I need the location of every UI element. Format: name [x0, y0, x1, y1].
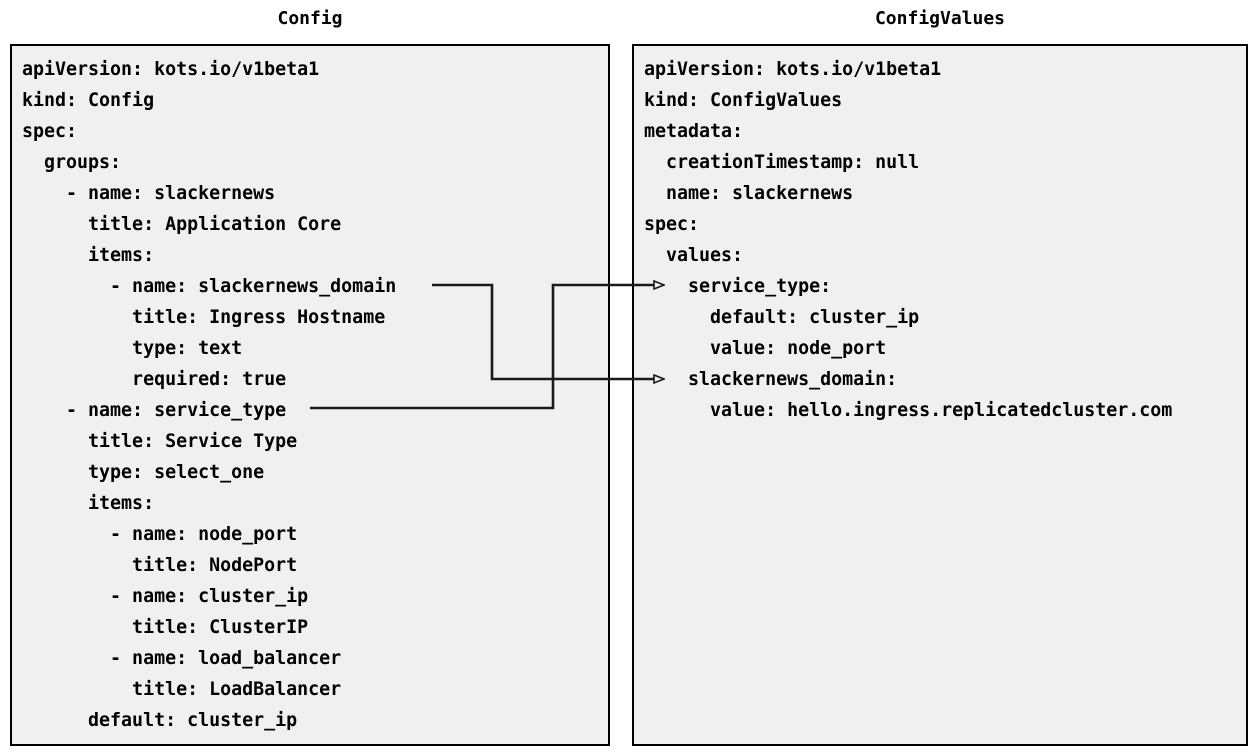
code-line: items: [22, 245, 155, 266]
code-line: default: cluster_ip [644, 307, 920, 328]
panel-title-config: Config [277, 8, 343, 29]
code-line: groups: [22, 152, 122, 173]
yaml-code-configvalues: apiVersion: kots.io/v1beta1 kind: ConfigV… [644, 54, 1172, 426]
code-line: apiVersion: kots.io/v1beta1 [644, 59, 942, 80]
code-line: value: hello.ingress.replicatedcluster.c… [644, 400, 1173, 421]
code-line: service_type: [644, 276, 832, 297]
code-line: - name: load_balancer [22, 648, 342, 669]
code-line: title: Application Core [22, 214, 342, 235]
code-line: type: select_one [22, 462, 265, 483]
code-line: title: ClusterIP [22, 617, 309, 638]
panel-configvalues: apiVersion: kots.io/v1beta1 kind: ConfigV… [632, 44, 1248, 746]
code-line: - name: slackernews_domain [22, 276, 397, 297]
code-line: title: Ingress Hostname [22, 307, 386, 328]
yaml-code-config: apiVersion: kots.io/v1beta1 kind: Config s… [22, 54, 396, 736]
code-line: - name: cluster_ip [22, 586, 309, 607]
code-line: - name: node_port [22, 524, 298, 545]
code-line: apiVersion: kots.io/v1beta1 [22, 59, 320, 80]
code-line: slackernews_domain: [644, 369, 898, 390]
code-line: required: true [22, 369, 287, 390]
code-line: spec: [644, 214, 700, 235]
code-line: creationTimestamp: null [644, 152, 920, 173]
code-line: title: LoadBalancer [22, 679, 342, 700]
code-line: metadata: [644, 121, 744, 142]
code-line: - name: service_type [22, 400, 287, 421]
code-line: name: slackernews [644, 183, 854, 204]
panel-config: apiVersion: kots.io/v1beta1 kind: Config s… [10, 44, 610, 746]
panel-title-configvalues: ConfigValues [874, 8, 1006, 29]
code-line: title: Service Type [22, 431, 298, 452]
code-line: values: [644, 245, 744, 266]
code-line: items: [22, 493, 155, 514]
code-line: kind: Config [22, 90, 155, 111]
code-line: value: node_port [644, 338, 887, 359]
code-line: - name: slackernews [22, 183, 276, 204]
code-line: default: cluster_ip [22, 710, 298, 731]
code-line: kind: ConfigValues [644, 90, 843, 111]
code-line: type: text [22, 338, 243, 359]
code-line: title: NodePort [22, 555, 298, 576]
code-line: spec: [22, 121, 78, 142]
